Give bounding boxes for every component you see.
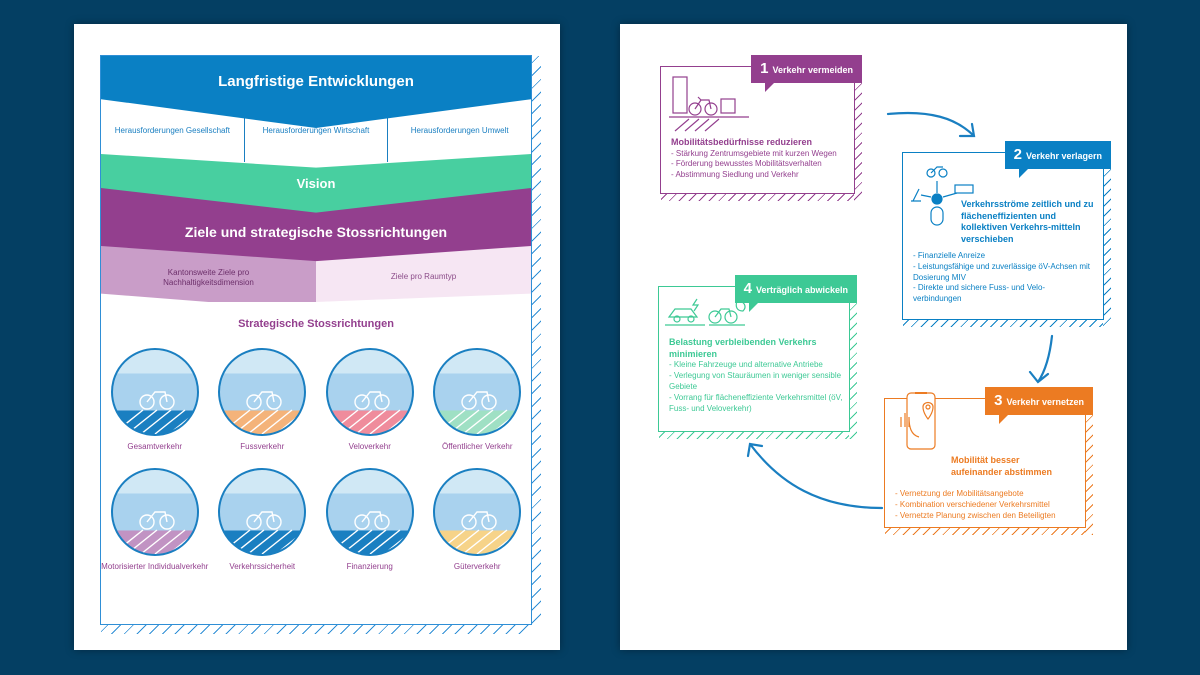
pedestrian-icon — [218, 348, 307, 436]
strategy-item: Finanzierung — [316, 468, 424, 572]
strategy-label: Finanzierung — [346, 562, 393, 572]
hatch-decoration — [101, 624, 531, 634]
car-bicycle-icon — [665, 298, 746, 326]
challenge-economy: Herausforderungen Wirtschaft — [245, 98, 389, 162]
strategy-framework: Herausforderungen Gesellschaft Herausfor… — [100, 55, 541, 634]
step-2-heading: Verkehrsströme zeitlich und zu flächenef… — [961, 199, 1094, 245]
step-4-list: Kleine Fahrzeuge und alternative Antrieb… — [669, 360, 847, 414]
left-page: Herausforderungen Gesellschaft Herausfor… — [74, 24, 560, 650]
strategy-label: Öffentlicher Verkehr — [441, 442, 513, 451]
arrow-1-to-2 — [886, 111, 976, 138]
strategy-item: Motorisierter Individualverkehr — [101, 468, 209, 572]
arrow-3-to-4 — [746, 442, 884, 510]
step-4-heading: Belastung verbleibenden Verkehrs minimie… — [669, 337, 817, 359]
strategy-item: Fussverkehr — [209, 348, 317, 452]
strategy-item: Güterverkehr — [424, 468, 532, 572]
strategy-item: Veloverkehr — [316, 348, 424, 452]
smartphone-map-icon — [900, 392, 936, 450]
challenges-row: Herausforderungen Gesellschaft Herausfor… — [101, 98, 531, 162]
challenge-society: Herausforderungen Gesellschaft — [101, 98, 245, 162]
challenge-environment: Herausforderungen Umwelt — [410, 126, 509, 135]
hatch-decoration — [531, 56, 541, 624]
strategy-item: Verkehrssicherheit — [209, 468, 317, 572]
strategy-icons-grid: Gesamtverkehr Fussverkehr Veloverkehr Öffen… — [101, 348, 531, 573]
step-3-heading: Mobilität besser aufeinander abstimmen — [951, 455, 1053, 477]
warning-sign-icon — [218, 468, 307, 557]
strategy-label: Motorisierter Individualverkehr — [101, 562, 209, 572]
strategy-title: Strategische Stossrichtungen — [238, 318, 394, 330]
step-3-list: Vernetzung der Mobilitätsangebote Kombin… — [895, 489, 1081, 521]
strategy-label: Güterverkehr — [453, 562, 501, 572]
calculator-icon — [325, 468, 414, 557]
train-bus-icon — [433, 348, 522, 436]
strategy-label: Veloverkehr — [348, 442, 391, 451]
city-bicycle-icon — [669, 76, 749, 132]
strategy-label: Verkehrssicherheit — [229, 562, 296, 572]
mixed-traffic-icon — [110, 348, 199, 436]
strategy-label: Fussverkehr — [240, 442, 285, 451]
step-1-heading: Mobilitätsbedürfnisse reduzieren — [671, 137, 813, 147]
mobility-choice-icon — [911, 166, 974, 226]
step-2-list: Finanzielle Anreize Leistungsfähige und … — [913, 251, 1093, 305]
strategy-label: Gesamtverkehr — [127, 442, 183, 451]
strategy-item: Gesamtverkehr — [101, 348, 209, 452]
step-1-list: Stärkung Zentrumsgebiete mit kurzen Wege… — [671, 149, 851, 181]
bicycle-icon — [325, 348, 414, 436]
strategy-item: Öffentlicher Verkehr — [424, 348, 532, 452]
hydrogen-truck-icon — [433, 468, 522, 557]
electric-car-icon — [110, 468, 199, 557]
arrow-2-to-3 — [1028, 334, 1054, 384]
